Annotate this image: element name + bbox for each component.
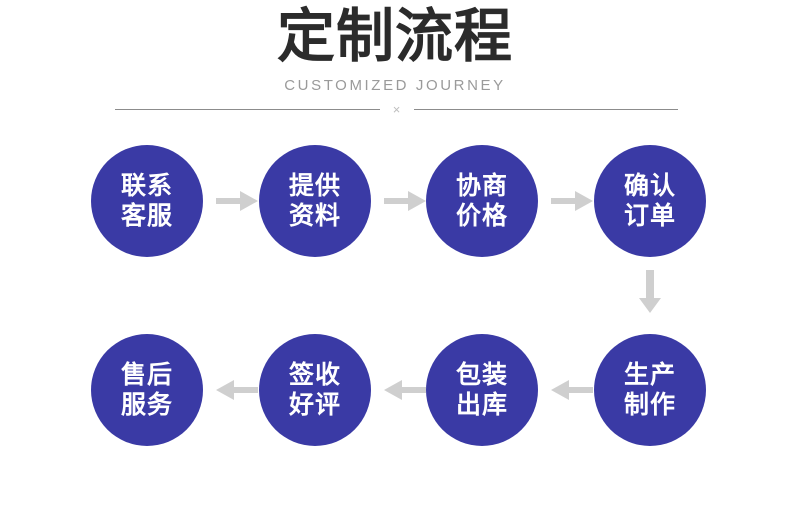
header-divider: × <box>115 101 678 117</box>
divider-line-right <box>413 108 678 110</box>
flow-step-after-sales-service[interactable]: 售后 服务 <box>91 334 203 446</box>
flow-step-label-line1: 提供 <box>288 171 341 200</box>
flow-step-label-line2: 客服 <box>120 201 173 230</box>
arrow-left-icon-2 <box>382 373 428 407</box>
flow-step-label-line2: 服务 <box>120 390 173 419</box>
flow-step-label-line2: 好评 <box>288 390 341 419</box>
flow-step-contact-service[interactable]: 联系 客服 <box>91 145 203 257</box>
arrow-left-icon-1 <box>214 373 260 407</box>
flow-step-label-line1: 生产 <box>623 360 676 389</box>
page-header: 定制流程 CUSTOMIZED JOURNEY × <box>0 0 790 125</box>
flow-step-label-line1: 签收 <box>288 360 341 389</box>
arrow-right-icon-1 <box>214 184 260 218</box>
flow-step-confirm-order[interactable]: 确认 订单 <box>594 145 706 257</box>
arrow-right-icon-3 <box>549 184 595 218</box>
flow-step-label-line1: 售后 <box>120 360 173 389</box>
flow-step-label-line1: 确认 <box>623 171 676 200</box>
flow-step-label-line1: 包装 <box>455 360 508 389</box>
flow-step-label-line2: 价格 <box>455 201 508 230</box>
page-subtitle: CUSTOMIZED JOURNEY <box>284 77 506 94</box>
flow-step-label-line2: 资料 <box>288 201 341 230</box>
arrow-down-icon <box>634 268 666 316</box>
flow-step-provide-materials[interactable]: 提供 资料 <box>259 145 371 257</box>
divider-line-left <box>115 108 380 110</box>
flow-step-production[interactable]: 生产 制作 <box>594 334 706 446</box>
flow-step-label-line2: 订单 <box>623 201 676 230</box>
flow-step-negotiate-price[interactable]: 协商 价格 <box>426 145 538 257</box>
flow-step-label-line2: 出库 <box>455 390 508 419</box>
flow-step-packaging-shipping[interactable]: 包装 出库 <box>426 334 538 446</box>
page-title: 定制流程 <box>276 2 513 70</box>
flow-step-label-line2: 制作 <box>623 390 676 419</box>
arrow-left-icon-3 <box>549 373 595 407</box>
arrow-right-icon-2 <box>382 184 428 218</box>
flow-step-label-line1: 联系 <box>120 171 173 200</box>
divider-cross-icon: × <box>392 101 401 117</box>
flow-step-label-line1: 协商 <box>455 171 508 200</box>
flow-step-sign-and-review[interactable]: 签收 好评 <box>259 334 371 446</box>
